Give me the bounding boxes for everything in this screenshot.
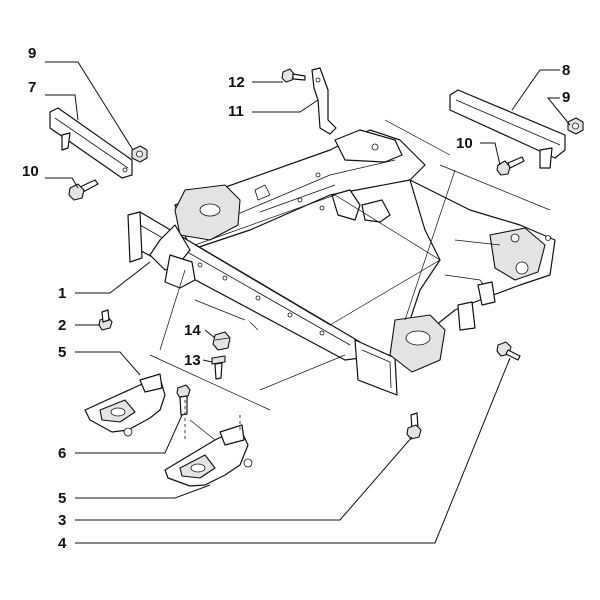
callout-8: 8 (562, 62, 570, 79)
right-front-mount (489, 227, 546, 281)
pin-13-icon (211, 355, 226, 380)
callout-9-right: 9 (562, 89, 570, 106)
plate-5-lower (164, 424, 253, 487)
callout-1: 1 (58, 285, 66, 302)
bracket-7 (49, 107, 133, 179)
callout-14: 14 (184, 322, 201, 339)
callout-12: 12 (228, 74, 245, 91)
callout-5-lower: 5 (58, 490, 66, 507)
callout-10-right: 10 (456, 135, 473, 152)
callout-4: 4 (58, 535, 67, 552)
bolt-12-icon (281, 68, 306, 83)
callout-7: 7 (28, 79, 36, 96)
rail-8 (449, 89, 566, 169)
callout-13: 13 (184, 352, 201, 369)
plate-5-upper (84, 373, 166, 437)
bolt-10-left-icon (68, 179, 99, 201)
callout-2: 2 (58, 317, 66, 334)
callout-6: 6 (58, 445, 66, 462)
callout-11: 11 (228, 103, 244, 120)
callout-3: 3 (58, 512, 66, 529)
callout-5-upper: 5 (58, 344, 66, 361)
nut-9-right-icon (567, 117, 584, 135)
bracket-11 (311, 67, 337, 135)
nut-9-left-icon (131, 145, 148, 163)
bolt-6-icon (176, 384, 191, 416)
subframe-front-crossmember (129, 211, 361, 361)
bolt-4-icon (496, 341, 521, 361)
rear-right-bracket (334, 129, 403, 163)
leader-lines (45, 61, 571, 544)
subframe (127, 129, 556, 396)
cap-14-icon (212, 331, 231, 351)
bolt-3-icon (406, 412, 422, 440)
callout-9-left: 9 (28, 45, 36, 62)
front-right-end-plate (354, 339, 398, 396)
bolt-2-icon (98, 309, 113, 331)
callout-10-left: 10 (22, 163, 39, 180)
bolt-10-right-icon (496, 156, 525, 176)
